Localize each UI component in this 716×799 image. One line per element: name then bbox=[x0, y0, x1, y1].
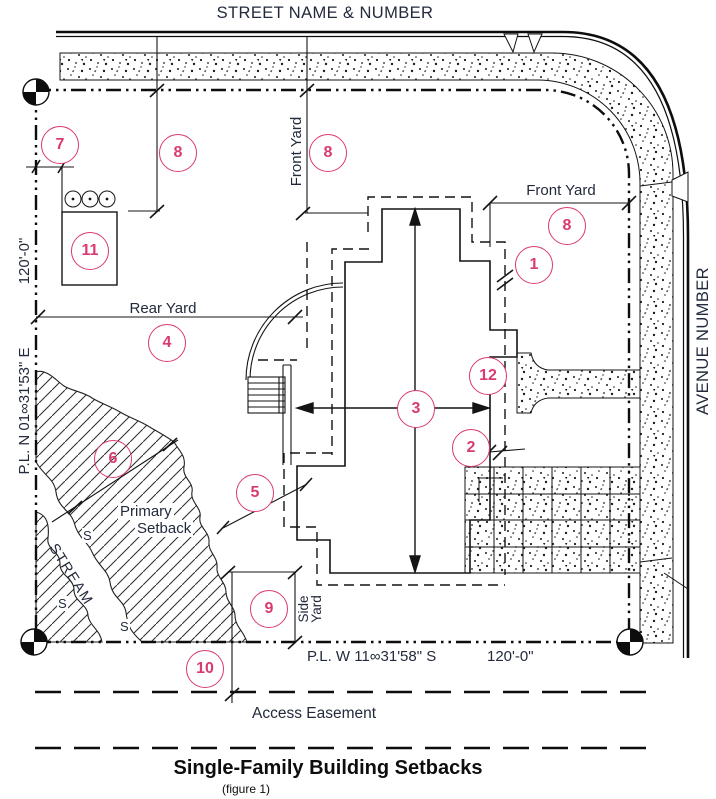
rear-yard-label: Rear Yard bbox=[129, 300, 197, 317]
balloon-2: 2 bbox=[452, 429, 490, 467]
access-easement-label: Access Easement bbox=[252, 705, 377, 722]
property-line bbox=[34, 88, 631, 644]
balloon-5: 5 bbox=[236, 474, 274, 512]
front-yard-top-label: Front Yard bbox=[288, 116, 305, 187]
balloon-9: 9 bbox=[250, 590, 288, 628]
balloon-4: 4 bbox=[148, 324, 186, 362]
primary-setback-label: Primary Setback bbox=[118, 503, 194, 537]
stream-s-marker: S bbox=[119, 619, 130, 634]
balloon-8a: 8 bbox=[159, 134, 197, 172]
building-footprint bbox=[296, 208, 518, 574]
stairs bbox=[247, 364, 292, 465]
curb-ramp-right bbox=[639, 171, 689, 590]
setback-dashed-outline bbox=[258, 196, 506, 586]
stream-s-marker: S bbox=[57, 596, 68, 611]
balloon-8b: 8 bbox=[309, 134, 347, 172]
bush-icons bbox=[64, 190, 116, 208]
balloon-12: 12 bbox=[469, 357, 507, 395]
avenue-name-label: AVENUE NUMBER bbox=[694, 267, 712, 415]
survey-marker bbox=[20, 78, 644, 656]
property-line-bottom-bearing: P.L. W 11∞31'58" S bbox=[307, 648, 437, 665]
dimension-ticks bbox=[30, 83, 637, 702]
porch-arc bbox=[245, 282, 344, 381]
figure-title: Single-Family Building Setbacks bbox=[173, 757, 483, 779]
property-line-left-bearing: P.L. N 01∞31'53" E bbox=[16, 347, 33, 475]
side-yard-label: Side Yard bbox=[296, 595, 324, 623]
property-line-bottom-length: 120'-0" bbox=[487, 648, 534, 665]
stream-s-marker: S bbox=[82, 528, 93, 543]
building-size-arrows bbox=[294, 206, 492, 575]
balloon-10: 10 bbox=[186, 650, 224, 688]
curb-ramp-top bbox=[503, 33, 543, 54]
street-name-label: STREET NAME & NUMBER bbox=[216, 4, 434, 22]
balloon-1: 1 bbox=[515, 246, 553, 284]
paver-grid bbox=[464, 466, 641, 574]
balloon-11: 11 bbox=[71, 232, 109, 270]
balloon-8c: 8 bbox=[548, 207, 586, 245]
property-line-left-length: 120'-0" bbox=[16, 237, 33, 285]
access-easement-lines bbox=[35, 690, 648, 750]
balloon-6: 6 bbox=[94, 440, 132, 478]
sidewalk bbox=[59, 52, 674, 644]
balloon-7: 7 bbox=[41, 126, 79, 164]
front-yard-right-label: Front Yard bbox=[526, 182, 596, 199]
figure-caption: (figure 1) bbox=[221, 782, 271, 796]
driveway-flare bbox=[516, 352, 641, 414]
balloon-3: 3 bbox=[397, 390, 435, 428]
